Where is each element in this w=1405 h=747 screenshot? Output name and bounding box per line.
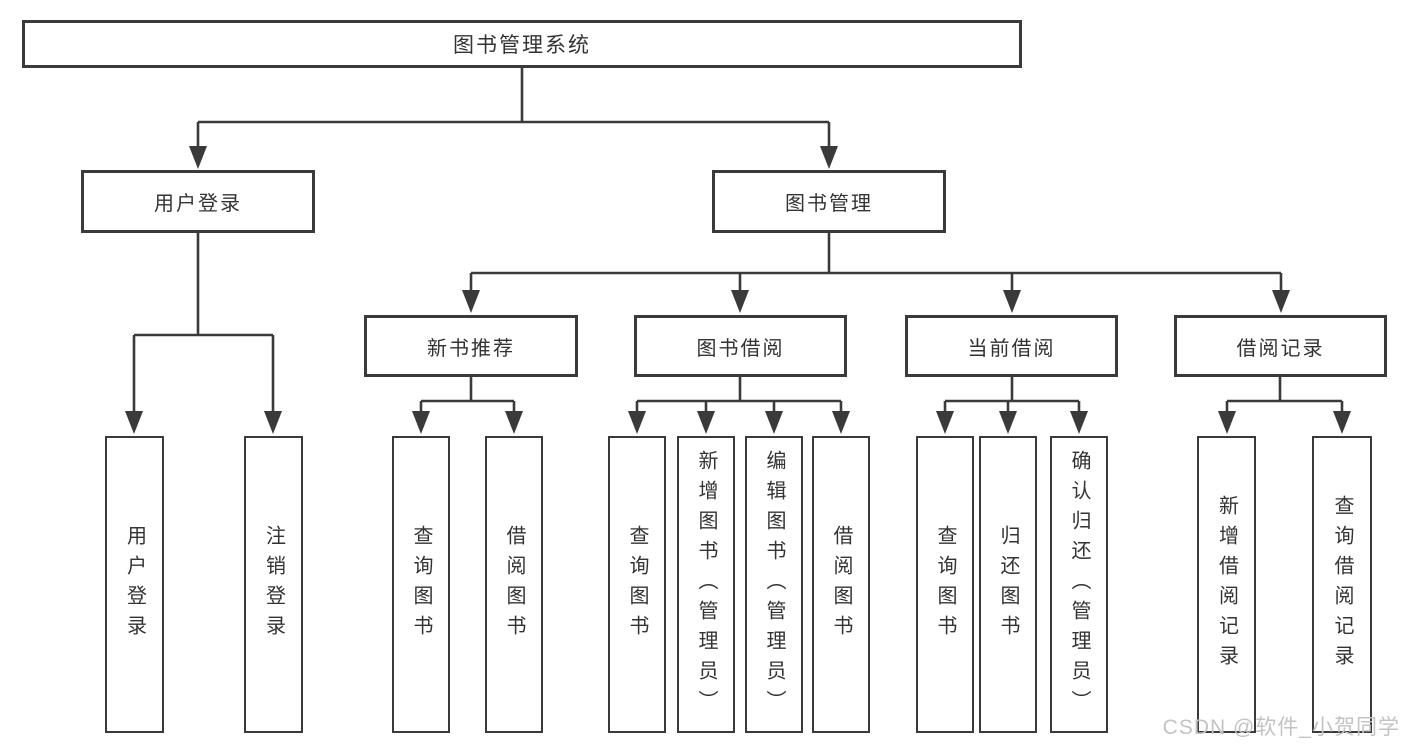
connector-user-login-children (125, 233, 282, 434)
connector-current-borrow-children (936, 377, 1088, 434)
node-leaf-user-login: 用户登录 (105, 436, 164, 733)
node-leaf-query-borrow-record-label: 查询借阅记录 (1331, 494, 1353, 675)
connector-borrow-records-children (1218, 377, 1351, 434)
node-leaf-current-query-books-label: 查询图书 (934, 524, 956, 645)
node-leaf-recommend-borrow-books: 借阅图书 (485, 436, 543, 733)
node-leaf-add-books-admin: 新增图书（管理员） (677, 436, 735, 733)
node-book-management: 图书管理 (712, 170, 946, 233)
node-book-borrow-label: 图书借阅 (696, 337, 785, 360)
node-leaf-confirm-return-admin: 确认归还（管理员） (1050, 436, 1108, 733)
node-leaf-recommend-query-books: 查询图书 (392, 436, 450, 733)
node-leaf-logout: 注销登录 (244, 436, 303, 733)
node-user-login-label: 用户登录 (154, 193, 242, 215)
node-current-borrow-label: 当前借阅 (967, 337, 1056, 360)
node-leaf-add-borrow-record-label: 新增借阅记录 (1215, 494, 1238, 675)
node-book-borrow: 图书借阅 (634, 315, 847, 377)
node-new-book-recommend: 新书推荐 (364, 315, 578, 377)
node-library-system: 图书管理系统 (22, 20, 1022, 68)
node-borrow-records: 借阅记录 (1174, 315, 1387, 377)
node-leaf-borrow-books: 借阅图书 (812, 436, 870, 733)
node-book-management-label: 图书管理 (785, 193, 873, 215)
node-leaf-confirm-return-admin-label: 确认归还（管理员） (1068, 449, 1090, 720)
node-new-book-recommend-label: 新书推荐 (427, 337, 515, 360)
node-leaf-borrow-query-books: 查询图书 (608, 436, 666, 733)
node-leaf-query-borrow-record: 查询借阅记录 (1312, 436, 1372, 733)
connector-book-borrow-children (628, 377, 850, 434)
node-leaf-borrow-query-books-label: 查询图书 (626, 524, 648, 645)
csdn-watermark: CSDN @软件_小贺同学 (1162, 716, 1400, 739)
connector-new-book-rec-children (412, 377, 523, 434)
node-leaf-user-login-label: 用户登录 (123, 524, 146, 645)
node-leaf-add-books-admin-label: 新增图书（管理员） (695, 449, 717, 720)
node-leaf-borrow-books-label: 借阅图书 (830, 524, 852, 645)
node-leaf-recommend-borrow-books-label: 借阅图书 (503, 524, 525, 645)
node-leaf-recommend-query-books-label: 查询图书 (410, 524, 432, 645)
node-borrow-records-label: 借阅记录 (1236, 337, 1325, 360)
node-leaf-edit-books-admin: 编辑图书（管理员） (745, 436, 803, 733)
node-leaf-edit-books-admin-label: 编辑图书（管理员） (763, 449, 785, 720)
node-library-system-label: 图书管理系统 (453, 34, 591, 57)
node-leaf-return-books: 归还图书 (979, 436, 1037, 733)
connector-book-mgmt-children (462, 233, 1290, 313)
node-leaf-logout-label: 注销登录 (262, 524, 285, 645)
node-current-borrow: 当前借阅 (905, 315, 1118, 377)
connector-root-to-level2 (189, 68, 838, 169)
node-leaf-add-borrow-record: 新增借阅记录 (1197, 436, 1256, 733)
node-leaf-return-books-label: 归还图书 (997, 524, 1019, 645)
node-user-login: 用户登录 (81, 170, 315, 233)
node-leaf-current-query-books: 查询图书 (916, 436, 974, 733)
